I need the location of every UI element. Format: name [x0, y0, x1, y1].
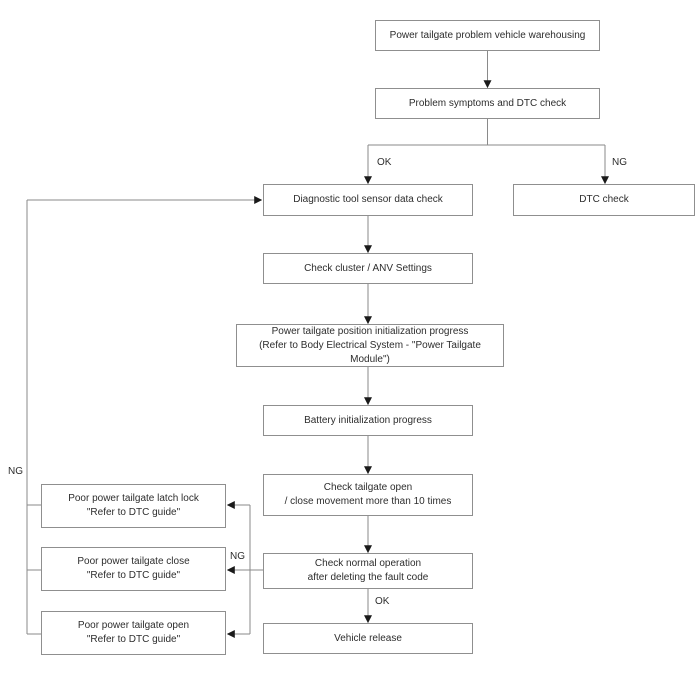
node-battery-initialization-progress: Battery initialization progress [263, 405, 473, 436]
node-check-cluster-anv-settings: Check cluster / ANV Settings [263, 253, 473, 284]
node-problem-vehicle-warehousing: Power tailgate problem vehicle warehousi… [375, 20, 600, 51]
node-problem-symptoms-dtc-check: Problem symptoms and DTC check [375, 88, 600, 119]
edge-label-ng-fault-loop: NG [230, 551, 245, 562]
node-check-normal-operation: Check normal operation after deleting th… [263, 553, 473, 589]
edge-label-ng-feedback-left: NG [8, 466, 23, 477]
node-poor-tailgate-open: Poor power tailgate open "Refer to DTC g… [41, 611, 226, 655]
node-vehicle-release: Vehicle release [263, 623, 473, 654]
edge-label-ok-bottom: OK [375, 596, 390, 607]
edge-label-ok-top: OK [377, 157, 392, 168]
edge-label-ng-top: NG [612, 157, 627, 168]
node-diagnostic-tool-sensor-data-check: Diagnostic tool sensor data check [263, 184, 473, 216]
node-check-tailgate-open-close-movement: Check tailgate open / close movement mor… [263, 474, 473, 516]
node-position-initialization-progress: Power tailgate position initialization p… [236, 324, 504, 367]
node-poor-tailgate-close: Poor power tailgate close "Refer to DTC … [41, 547, 226, 591]
node-poor-tailgate-latch-lock: Poor power tailgate latch lock "Refer to… [41, 484, 226, 528]
node-dtc-check: DTC check [513, 184, 695, 216]
